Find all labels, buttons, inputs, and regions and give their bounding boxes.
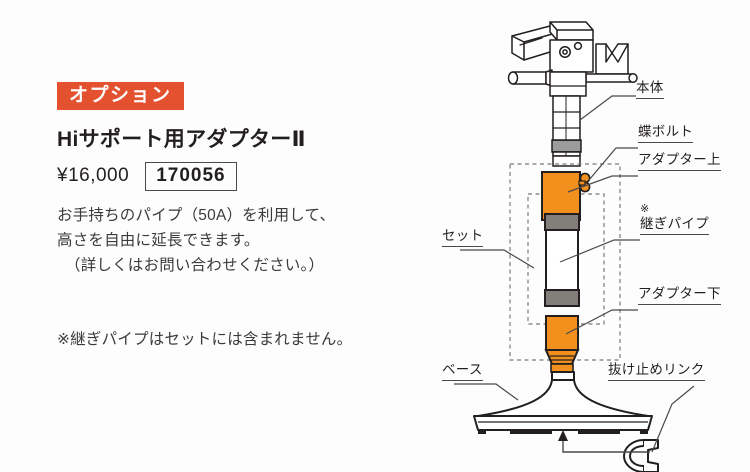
footnote: ※継ぎパイプはセットには含まれません。	[57, 331, 353, 348]
option-badge: オプション	[57, 82, 184, 110]
label-retaining-link: 抜け止めリンク	[608, 362, 705, 381]
page-title: Hiサポート用アダプターⅡ	[57, 128, 306, 151]
label-set: セット	[442, 228, 484, 247]
joint-pipe-part	[544, 213, 580, 307]
label-main-body: 本体	[636, 80, 664, 99]
description-line-2: 高さを自由に延長できます。	[57, 231, 260, 249]
price-value: ¥16,000	[57, 165, 130, 187]
description-line-3: （詳しくはお問い合わせください。）	[65, 257, 325, 275]
diagram-svg	[454, 21, 695, 472]
main-body-head-illustration	[507, 21, 638, 157]
main-shaft	[551, 139, 582, 167]
base-part	[473, 371, 653, 434]
retaining-link-part	[623, 439, 659, 472]
label-joint-pipe: 継ぎパイプ	[640, 216, 709, 235]
product-diagram: 本体 蝶ボルト アダプター上 ※ 継ぎパイプ アダプター下 セット ベース 抜け…	[400, 0, 750, 472]
price-row: ¥16,000 170056	[57, 162, 387, 191]
label-adapter-upper: アダプター上	[638, 152, 721, 171]
product-description: お手持ちのパイプ（50A）を利用して、 高さを自由に延長できます。 （詳しくはお…	[57, 203, 387, 278]
label-adapter-lower: アダプター下	[638, 286, 721, 305]
product-info-column: オプション Hiサポート用アダプターⅡ ¥16,000 170056 お手持ちの…	[57, 82, 387, 278]
label-base: ベース	[442, 362, 483, 381]
adapter-lower-part	[544, 315, 580, 373]
label-asterisk-mark: ※	[640, 203, 650, 215]
callout-leader-lines	[454, 95, 695, 453]
label-wing-bolt: 蝶ボルト	[638, 124, 694, 143]
adapter-upper-part	[541, 171, 591, 221]
product-code: 170056	[145, 162, 237, 191]
description-line-1: お手持ちのパイプ（50A）を利用して、	[57, 206, 336, 224]
